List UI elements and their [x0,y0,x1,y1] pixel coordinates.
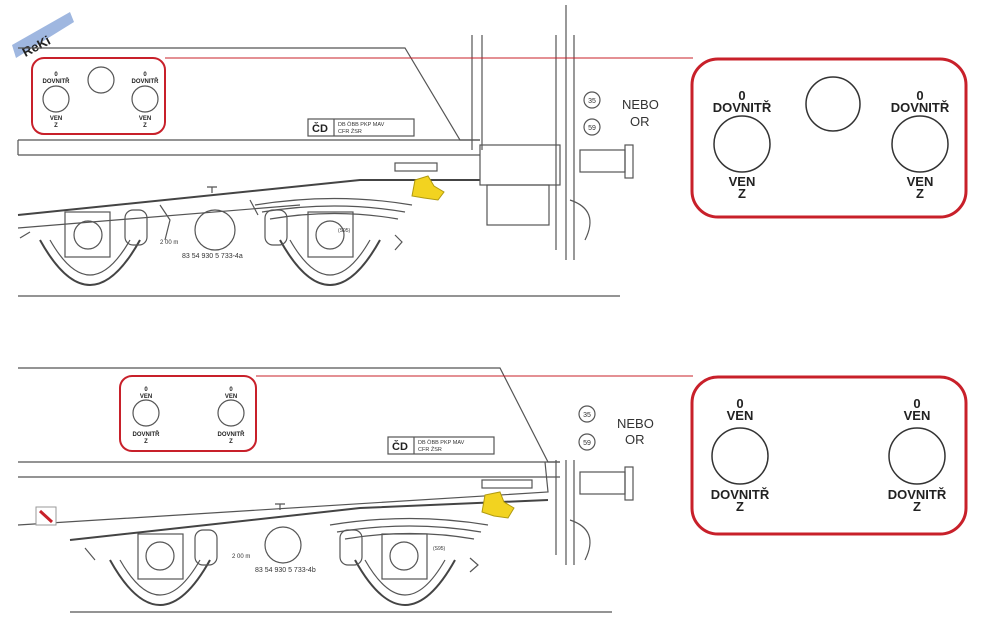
svg-text:DOVNITŘ: DOVNITŘ [218,430,246,438]
zoom-top-left-bottom-word: VEN [729,174,756,189]
rail-codes-1-bottom: DB ÖBB PKP MAV [418,439,465,446]
zoom-top-left-bottom: Z [738,186,746,201]
svg-text:0: 0 [54,72,58,78]
zoom-bottom-left-knob [711,427,769,485]
bogie-left [19,204,171,286]
zoom-top-right-bottom-word: VEN [907,174,934,189]
svg-text:DOVNITŘ: DOVNITŘ [43,77,71,85]
svg-text:Z: Z [54,123,58,129]
sign-59-bottom: 59 [583,440,591,447]
zoom-bottom-left-top: 0 [736,396,743,411]
zoom-top-right-word: DOVNITŘ [891,100,950,115]
svg-text:VEN: VEN [140,394,152,400]
sign-59: 59 [588,125,596,132]
svg-text:0: 0 [144,387,148,393]
svg-text:DOVNITŘ: DOVNITŘ [132,77,160,85]
wagon-top: 2 00 m 83 54 930 5 733-4a (S95) ČD DB ÖB… [17,5,968,297]
rail-codes-2: CFR ŽSR [338,127,362,135]
operator-mark: ČD [312,122,328,135]
reki-logo: ReKi [12,12,74,60]
svg-text:Z: Z [229,439,233,445]
or-label: OR [630,114,650,129]
rail-codes-2-bottom: CFR ŽSR [418,445,442,453]
zoom-bottom-right-knob [888,427,946,485]
zoom-panel-top: 0 DOVNITŘ VEN Z 0 DOVNITŘ VEN Z [690,57,968,219]
operator-plate-bottom: ČD DB ÖBB PKP MAV CFR ŽSR [387,436,495,455]
zoom-top-left-word: DOVNITŘ [713,100,772,115]
zoom-panel-bottom: 0 VEN DOVNITŘ Z 0 VEN DOVNITŘ Z [690,375,968,536]
small-lever-box-bottom: 0 VEN DOVNITŘ Z 0 VEN DOVNITŘ Z [119,375,257,452]
svg-text:0: 0 [229,387,233,393]
bogie-left-bottom [84,529,218,606]
small-code: (S95) [338,228,351,234]
svg-text:0: 0 [143,72,147,78]
zoom-bottom-right-bottom-word: DOVNITŘ [888,487,947,502]
small-lever-box-top: 0 DOVNITŘ VEN Z 0 DOVNITŘ VEN Z [31,57,166,135]
wagon-bottom: 2 00 m 83 54 930 5 733-4b (S95) ČD DB ÖB… [17,367,968,613]
operator-plate: ČD DB ÖBB PKP MAV CFR ŽSR [307,118,415,137]
bogie-right [249,197,413,286]
rail-codes-1: DB ÖBB PKP MAV [338,121,385,128]
logo-text: ReKi [20,33,53,60]
svg-text:VEN: VEN [225,394,237,400]
nebo-label-bottom: NEBO [617,416,654,431]
sign-35-bottom: 35 [583,412,591,419]
zoom-bottom-right-top: 0 [913,396,920,411]
zoom-top-left-knob [713,115,771,173]
zoom-bottom-right-bottom: Z [913,499,921,514]
or-label-bottom: OR [625,432,645,447]
zoom-top-left-top: 0 [738,88,745,103]
zoom-bottom-left-bottom-word: DOVNITŘ [711,487,770,502]
bogie-right-bottom [329,517,489,606]
svg-text:DOVNITŘ: DOVNITŘ [133,430,161,438]
svg-text:Z: Z [143,123,147,129]
wagon-number: 83 54 930 5 733-4a [182,253,243,260]
zoom-bottom-left-word: VEN [727,408,754,423]
operator-mark-bottom: ČD [392,440,408,453]
zoom-top-right-knob [891,115,949,173]
dimension-label-bottom: 2 00 m [232,554,250,560]
wagon-number-bottom: 83 54 930 5 733-4b [255,567,316,574]
zoom-bottom-left-bottom: Z [736,499,744,514]
zoom-top-center-circle [805,76,861,132]
svg-text:VEN: VEN [139,116,151,122]
zoom-bottom-right-word: VEN [904,408,931,423]
zoom-top-right-top: 0 [916,88,923,103]
nebo-label: NEBO [622,97,659,112]
zoom-top-right-bottom: Z [916,186,924,201]
small-code-bottom: (S95) [433,546,446,552]
dimension-label: 2 00 m [160,240,178,246]
sign-35: 35 [588,98,596,105]
svg-text:VEN: VEN [50,116,62,122]
svg-text:Z: Z [144,439,148,445]
